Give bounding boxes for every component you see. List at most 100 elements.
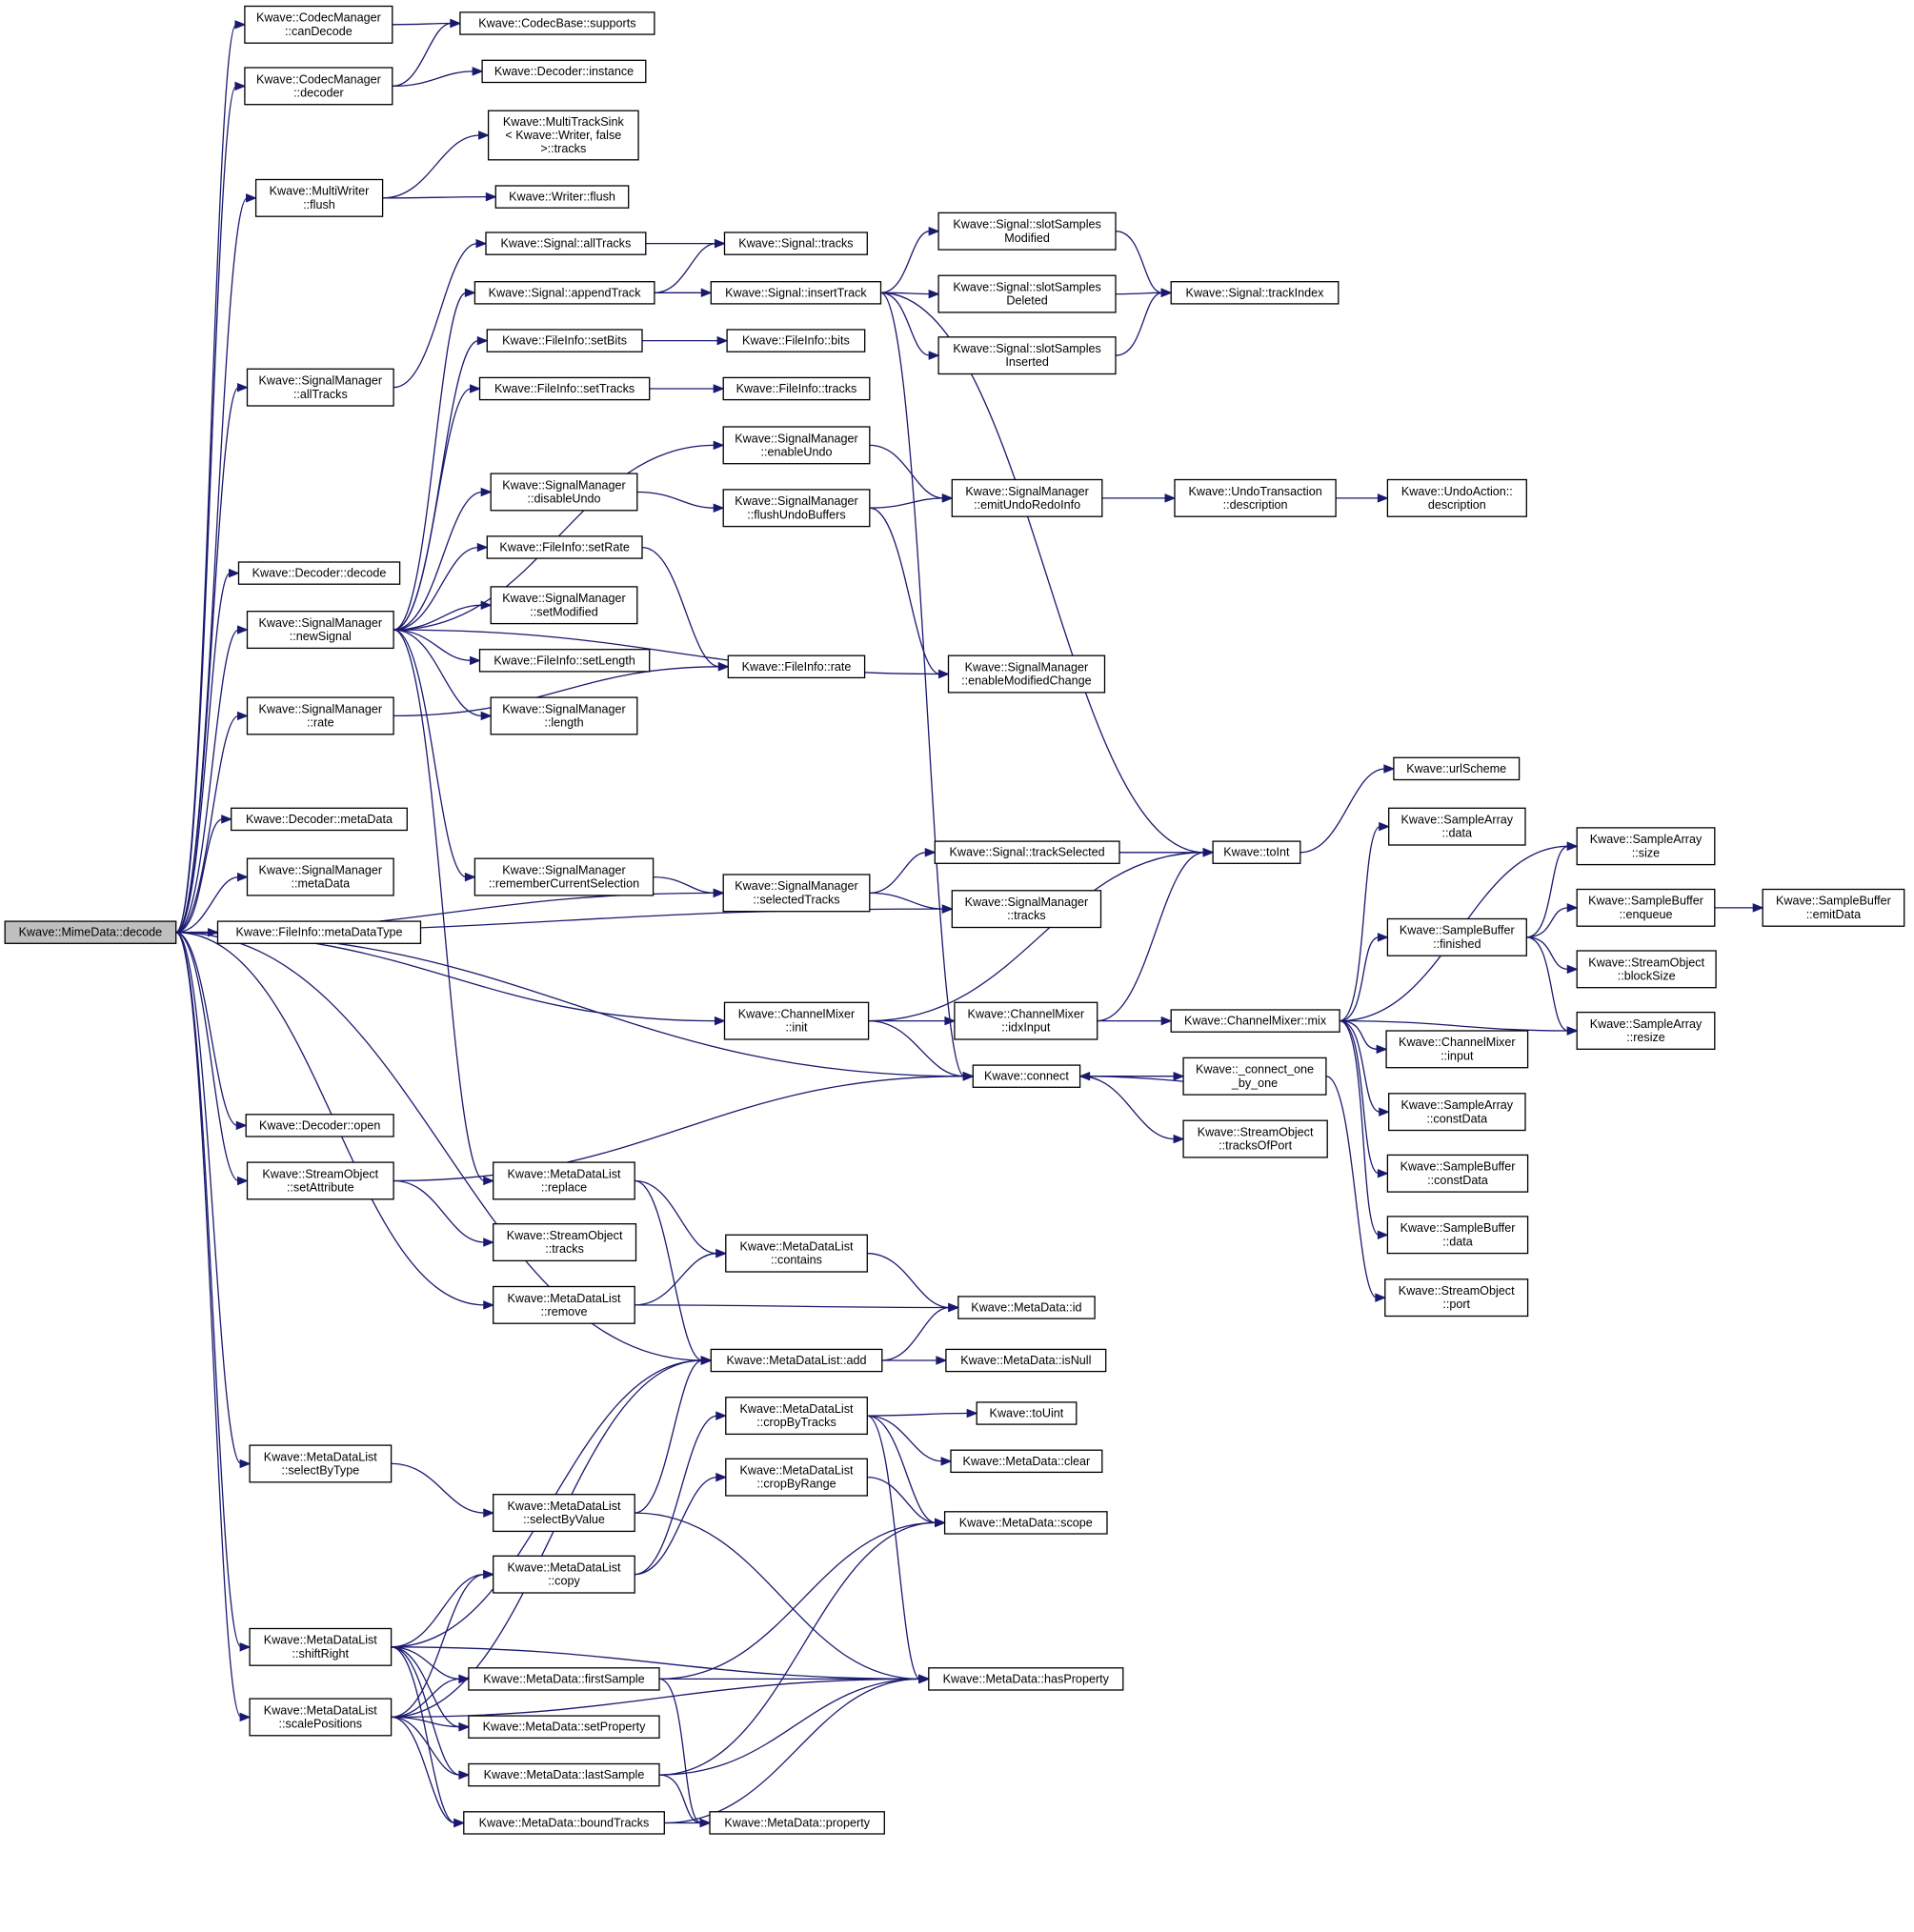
node-signalmanager-remembercurrentselection[interactable]: Kwave::SignalManager::rememberCurrentSel…: [473, 857, 655, 896]
node-metadata-boundtracks[interactable]: Kwave::MetaData::boundTracks: [463, 1811, 665, 1835]
node-signalmanager-length[interactable]: Kwave::SignalManager::length: [490, 696, 638, 735]
node-multiwriter-flush[interactable]: Kwave::MultiWriter::flush: [254, 178, 384, 217]
node-samplebuffer-constdata[interactable]: Kwave::SampleBuffer::constData: [1386, 1154, 1529, 1193]
node-metadata-id[interactable]: Kwave::MetaData::id: [957, 1296, 1096, 1319]
node-samplebuffer-data[interactable]: Kwave::SampleBuffer::data: [1386, 1216, 1529, 1255]
node-metadata-property[interactable]: Kwave::MetaData::property: [709, 1811, 885, 1835]
node-box: [1393, 756, 1521, 781]
node-metadatalist-remove[interactable]: Kwave::MetaDataList::remove: [493, 1285, 635, 1324]
node-multitracksink-tracks[interactable]: Kwave::MultiTrackSink< Kwave::Writer, fa…: [487, 110, 639, 161]
node-streamobject-tracksofport[interactable]: Kwave::StreamObject::tracksOfPort: [1182, 1119, 1328, 1158]
node-metadatalist-cropbyrange[interactable]: Kwave::MetaDataList::cropByRange: [725, 1458, 868, 1497]
node-metadata-scope[interactable]: Kwave::MetaData::scope: [943, 1511, 1108, 1535]
node-channelmixer-idxinput[interactable]: Kwave::ChannelMixer::idxInput: [954, 1001, 1098, 1040]
node-codecmanager-decoder[interactable]: Kwave::CodecManager::decoder: [244, 67, 393, 106]
node-metadatalist-replace[interactable]: Kwave::MetaDataList::replace: [493, 1161, 635, 1200]
node-metadatalist-copy[interactable]: Kwave::MetaDataList::copy: [493, 1555, 635, 1594]
edge-arrowhead: [239, 1642, 252, 1652]
node-signalmanager-disableundo[interactable]: Kwave::SignalManager::disableUndo: [490, 473, 638, 512]
node-fileinfo-metadatatype[interactable]: Kwave::FileInfo::metaDataType: [216, 920, 422, 944]
node-signalmanager-flushundobuffers[interactable]: Kwave::SignalManager::flushUndoBuffers: [722, 489, 871, 528]
node-box: [246, 368, 394, 407]
node-urlscheme[interactable]: Kwave::urlScheme: [1393, 756, 1521, 781]
node-connect[interactable]: Kwave::connect: [972, 1064, 1081, 1088]
node-touint[interactable]: Kwave::toUint: [976, 1401, 1078, 1425]
node-decoder-instance[interactable]: Kwave::Decoder::instance: [481, 59, 647, 84]
node-metadata-isnull[interactable]: Kwave::MetaData::isNull: [945, 1348, 1107, 1373]
node-box: [485, 231, 647, 255]
node-decoder-open[interactable]: Kwave::Decoder::open: [245, 1114, 394, 1137]
node-metadata-firstsample[interactable]: Kwave::MetaData::firstSample: [468, 1667, 660, 1691]
node-metadatalist-selectbyvalue[interactable]: Kwave::MetaDataList::selectByValue: [493, 1494, 635, 1533]
node-metadatalist-contains[interactable]: Kwave::MetaDataList::contains: [725, 1234, 868, 1273]
node-signalmanager-enablemodifiedchange[interactable]: Kwave::SignalManager::enableModifiedChan…: [947, 654, 1106, 694]
node-metadatalist-add[interactable]: Kwave::MetaDataList::add: [710, 1348, 883, 1373]
node-fileinfo-rate[interactable]: Kwave::FileInfo::rate: [727, 654, 866, 679]
node-metadata-clear[interactable]: Kwave::MetaData::clear: [950, 1449, 1103, 1474]
node-signal-appendtrack[interactable]: Kwave::Signal::appendTrack: [473, 281, 655, 305]
node-fileinfo-setbits[interactable]: Kwave::FileInfo::setBits: [486, 329, 643, 352]
node-metadata-setproperty[interactable]: Kwave::MetaData::setProperty: [468, 1715, 660, 1739]
node-metadatalist-selectbytype[interactable]: Kwave::MetaDataList::selectByType: [249, 1444, 393, 1483]
node-signalmanager-newsignal[interactable]: Kwave::SignalManager::newSignal: [246, 611, 394, 650]
node-streamobject-tracks[interactable]: Kwave::StreamObject::tracks: [493, 1223, 637, 1262]
node-signalmanager-tracks[interactable]: Kwave::SignalManager::tracks: [951, 890, 1102, 929]
node-streamobject-port[interactable]: Kwave::StreamObject::port: [1384, 1278, 1529, 1318]
node-signal-alltracks[interactable]: Kwave::Signal::allTracks: [485, 231, 647, 255]
node-signalmanager-selectedtracks[interactable]: Kwave::SignalManager::selectedTracks: [722, 874, 871, 913]
node-channelmixer-mix[interactable]: Kwave::ChannelMixer::mix: [1170, 1009, 1340, 1033]
node-metadatalist-cropbytracks[interactable]: Kwave::MetaDataList::cropByTracks: [725, 1397, 868, 1436]
node-undotransaction-description[interactable]: Kwave::UndoTransaction::description: [1174, 478, 1337, 517]
node-mimedata-decode[interactable]: Kwave::MimeData::decode: [4, 920, 177, 944]
node-signal-inserttrack[interactable]: Kwave::Signal::insertTrack: [710, 281, 882, 305]
node-decoder-metadata[interactable]: Kwave::Decoder::metaData: [231, 807, 408, 832]
node-channelmixer-input[interactable]: Kwave::ChannelMixer::input: [1385, 1030, 1529, 1069]
node-signalmanager-metadata[interactable]: Kwave::SignalManager::metaData: [246, 857, 394, 896]
node-fileinfo-setlength[interactable]: Kwave::FileInfo::setLength: [478, 649, 651, 673]
node-undoaction-description[interactable]: Kwave::UndoAction::description: [1386, 478, 1527, 517]
node-signalmanager-enableundo[interactable]: Kwave::SignalManager::enableUndo: [722, 426, 871, 465]
node-signal-trackselected[interactable]: Kwave::Signal::trackSelected: [934, 840, 1120, 864]
node-samplearray-data[interactable]: Kwave::SampleArray::data: [1388, 807, 1526, 846]
node-codecbase-supports[interactable]: Kwave::CodecBase::supports: [459, 11, 655, 35]
node-signalmanager-rate[interactable]: Kwave::SignalManager::rate: [246, 696, 394, 735]
node-signal-trackindex[interactable]: Kwave::Signal::trackIndex: [1170, 281, 1340, 305]
edge-metadatalist-selectbytype-to-metadatalist-selectbyvalue: [391, 1462, 485, 1514]
node-codecmanager-candecode[interactable]: Kwave::CodecManager::canDecode: [244, 5, 393, 44]
node-writer-flush[interactable]: Kwave::Writer::flush: [494, 185, 630, 209]
node-signalmanager-emitundoredoinfo[interactable]: Kwave::SignalManager::emitUndoRedoInfo: [951, 478, 1103, 517]
node-fileinfo-tracks[interactable]: Kwave::FileInfo::tracks: [722, 376, 871, 401]
edge-arrowhead: [1173, 1134, 1185, 1144]
node-fileinfo-settracks[interactable]: Kwave::FileInfo::setTracks: [478, 376, 651, 401]
node-metadata-lastsample[interactable]: Kwave::MetaData::lastSample: [468, 1762, 660, 1787]
edge-codecmanager-decoder-to-codecbase-supports: [392, 22, 452, 88]
node-streamobject-setattribute[interactable]: Kwave::StreamObject::setAttribute: [246, 1161, 394, 1200]
node-channelmixer-init[interactable]: Kwave::ChannelMixer::init: [723, 1001, 870, 1040]
node-samplearray-size[interactable]: Kwave::SampleArray::size: [1576, 827, 1716, 866]
node-metadatalist-scalepositions[interactable]: Kwave::MetaDataList::scalePositions: [249, 1698, 393, 1737]
node-box: [1576, 888, 1716, 927]
node-samplebuffer-enqueue[interactable]: Kwave::SampleBuffer::enqueue: [1576, 888, 1716, 927]
node-samplebuffer-finished[interactable]: Kwave::SampleBuffer::finished: [1386, 917, 1527, 956]
node-metadata-hasproperty[interactable]: Kwave::MetaData::hasProperty: [928, 1667, 1124, 1691]
node-label: Kwave::MetaData::property: [724, 1816, 870, 1829]
node-fileinfo-setrate[interactable]: Kwave::FileInfo::setRate: [486, 535, 643, 559]
node-samplearray-constdata[interactable]: Kwave::SampleArray::constData: [1388, 1093, 1526, 1132]
node-samplebuffer-emitdata[interactable]: Kwave::SampleBuffer::emitData: [1762, 888, 1905, 927]
node-samplearray-resize[interactable]: Kwave::SampleArray::resize: [1576, 1011, 1716, 1050]
node-label: Kwave::SampleArray: [1401, 814, 1514, 827]
node-connect-one-by-one[interactable]: Kwave::_connect_one_by_one: [1182, 1057, 1327, 1096]
node-decoder-decode[interactable]: Kwave::Decoder::decode: [237, 561, 401, 585]
node-box: [246, 1161, 394, 1200]
node-signalmanager-alltracks[interactable]: Kwave::SignalManager::allTracks: [246, 368, 394, 407]
node-toint[interactable]: Kwave::toInt: [1212, 840, 1301, 864]
node-signal-tracks[interactable]: Kwave::Signal::tracks: [723, 231, 868, 255]
node-signalmanager-setmodified[interactable]: Kwave::SignalManager::setModified: [490, 586, 638, 625]
node-metadatalist-shiftright[interactable]: Kwave::MetaDataList::shiftRight: [249, 1627, 393, 1666]
node-streamobject-blocksize[interactable]: Kwave::StreamObject::blockSize: [1576, 950, 1717, 989]
node-fileinfo-bits[interactable]: Kwave::FileInfo::bits: [726, 329, 866, 352]
edge-arrowhead: [237, 625, 249, 634]
